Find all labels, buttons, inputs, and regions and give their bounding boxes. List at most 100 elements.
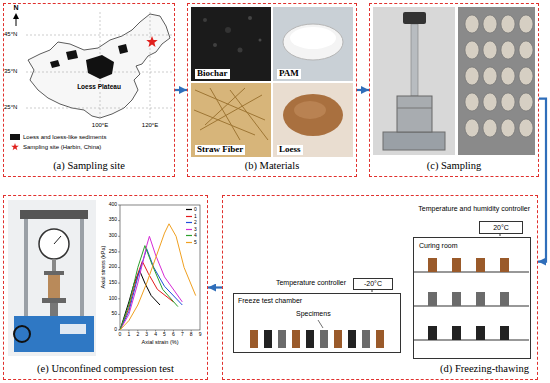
legend-text: 5 <box>194 240 197 246</box>
tick-label: 1 <box>128 332 131 338</box>
panel-caption: (d) Freezing-thawing <box>440 363 529 375</box>
tick-label: 6 <box>172 332 175 338</box>
tick-label: 400 <box>109 202 117 208</box>
legend-text: 1 <box>194 214 197 220</box>
pam-photo <box>273 7 353 81</box>
node-text: -20°C <box>364 280 382 288</box>
legend-text: Loess and loess-like sediments <box>23 134 106 141</box>
flow-arrow <box>538 99 546 262</box>
tick-label: 250 <box>109 249 117 255</box>
equipment-label: Temperature controller <box>276 279 346 287</box>
curing-room-interior <box>413 233 529 340</box>
material-photo: Biochar <box>192 8 272 82</box>
longitude-label: 100°E <box>92 122 108 129</box>
legend-entry: Sampling site (Harbin, China) <box>11 143 101 151</box>
loess-photo <box>273 83 353 157</box>
node-text: Biochar <box>195 69 230 79</box>
axis-title: Axial strain (%) <box>142 339 179 345</box>
tick-label: 350 <box>109 217 117 223</box>
legend-star <box>11 143 19 151</box>
tick-label: 300 <box>109 233 117 239</box>
controller-display: 20°C <box>479 221 523 234</box>
stress-strain-chart <box>118 205 200 332</box>
legend-text: 4 <box>194 233 197 239</box>
tick-label: 50 <box>111 311 117 317</box>
legend-entry: 2 <box>186 220 197 226</box>
axis-title: Axial stress (kPa) <box>100 246 106 289</box>
tick-label: 400 <box>109 202 117 208</box>
tick-label: 300 <box>109 233 117 239</box>
tick-label: 0 <box>119 332 122 338</box>
flow-arrow <box>175 89 187 91</box>
legend-line <box>186 240 192 245</box>
tick-label: 50 <box>111 311 117 317</box>
longitude-label: 120°E <box>142 122 158 129</box>
tick-label: 4 <box>154 332 157 338</box>
latitude-label: 45°N <box>4 31 17 38</box>
legend-line <box>186 220 192 225</box>
legend-entry: 3 <box>186 227 197 233</box>
legend-line <box>186 233 192 238</box>
legend-text: 2 <box>194 220 197 226</box>
tick-label: 0 <box>119 332 122 338</box>
node-text: Freeze test chamber <box>238 297 302 305</box>
tick-label: 9 <box>199 332 202 338</box>
region-label: Loess Plateau <box>76 83 122 90</box>
panel-caption: (e) Unconfined compression test <box>37 363 174 375</box>
tick-label: 0 <box>114 327 117 333</box>
equipment-label: Temperature controller <box>276 279 346 287</box>
legend-star <box>11 143 19 150</box>
controller-display: -20°C <box>353 278 393 290</box>
node-text: Loess <box>277 145 303 155</box>
axis-title: Axial stress (kPa) <box>100 246 106 289</box>
longitude-label: 100°E <box>92 122 108 129</box>
tick-label: 2 <box>136 332 139 338</box>
panel-caption: (b) Materials <box>245 160 300 172</box>
legend-line <box>186 242 192 243</box>
panel-frame: (d) Freezing-thawing 20°C Curing room -20°C… <box>222 195 538 380</box>
compaction-device-photo <box>373 7 455 155</box>
material-photo: Loess <box>274 84 354 158</box>
panel-frame: (c) Sampling <box>369 3 539 177</box>
tick-label: 8 <box>190 332 193 338</box>
tick-label: 350 <box>109 217 117 223</box>
tick-label: 1 <box>128 332 131 338</box>
tick-label: 200 <box>109 264 117 270</box>
specimens-photo <box>458 7 535 155</box>
tick-label: 5 <box>163 332 166 338</box>
biochar-photo <box>191 7 271 81</box>
legend-line <box>186 209 192 210</box>
tick-label: 150 <box>109 280 117 286</box>
node-text: PAM <box>277 69 301 79</box>
equipment-label: Specimens <box>296 310 331 318</box>
equipment-box: Curing room <box>413 237 531 359</box>
axis-title: Axial strain (%) <box>142 339 179 345</box>
equipment-label: Temperature and humidity controller <box>418 205 530 213</box>
material-photo: PAM <box>274 8 354 82</box>
tick-label: 200 <box>109 264 117 270</box>
legend-text: 0 <box>194 207 197 213</box>
tick-label: 2 <box>136 332 139 338</box>
latitude-label: 35°N <box>4 68 17 75</box>
equipment-label: Temperature and humidity controller <box>418 205 530 213</box>
latitude-label: 45°N <box>4 31 17 38</box>
straw-photo <box>191 83 271 157</box>
legend-text: Sampling site (Harbin, China) <box>23 144 101 151</box>
legend-entry: 4 <box>186 233 197 239</box>
tick-label: 100 <box>109 296 117 302</box>
flow-arrow <box>357 89 369 91</box>
tick-label: 100 <box>109 296 117 302</box>
panel-caption: (c) Sampling <box>427 160 482 172</box>
panel-frame: (b) MaterialsBiocharPAMStraw FiberLoess <box>187 3 357 177</box>
compass-letter: N <box>13 4 18 12</box>
legend-line <box>186 222 192 223</box>
latitude-label: 35°N <box>4 68 17 75</box>
node-text: Curing room <box>419 242 458 250</box>
legend-line <box>186 235 192 236</box>
region-label: Loess Plateau <box>76 83 122 90</box>
